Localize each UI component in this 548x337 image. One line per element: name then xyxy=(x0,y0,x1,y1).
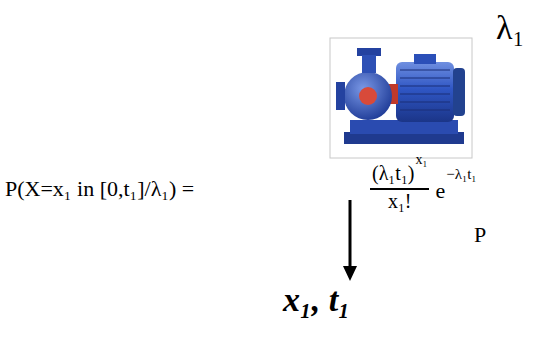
cut-off-letter: P xyxy=(474,222,486,247)
rate-symbol: λ₁ xyxy=(496,8,524,47)
motor-body xyxy=(396,62,454,122)
exponent: x₁ xyxy=(416,152,428,168)
fan-cover xyxy=(453,68,465,116)
outlet-flange xyxy=(357,48,381,56)
exp-base: e xyxy=(435,178,445,203)
outlet-neck xyxy=(362,55,376,73)
motor-fins xyxy=(400,70,450,110)
leader-arrow xyxy=(349,200,352,268)
observed-data: x₁, t₁ xyxy=(283,280,350,319)
photo-frame xyxy=(330,38,472,158)
terminal-box xyxy=(414,54,436,64)
arrow-head xyxy=(343,266,357,281)
exp-power: −λ₁t₁ xyxy=(446,166,476,183)
formula-lhs: P(X=x₁ in [0,t₁]/λ₁) = xyxy=(5,176,194,201)
pump-volute xyxy=(344,72,392,120)
numerator: (λ₁t₁) xyxy=(372,162,415,185)
inlet-flange xyxy=(336,82,345,110)
denominator: x₁! xyxy=(388,190,412,213)
pump-stand xyxy=(350,120,458,134)
fraction-bar xyxy=(370,188,429,190)
pump-eye xyxy=(359,87,377,105)
